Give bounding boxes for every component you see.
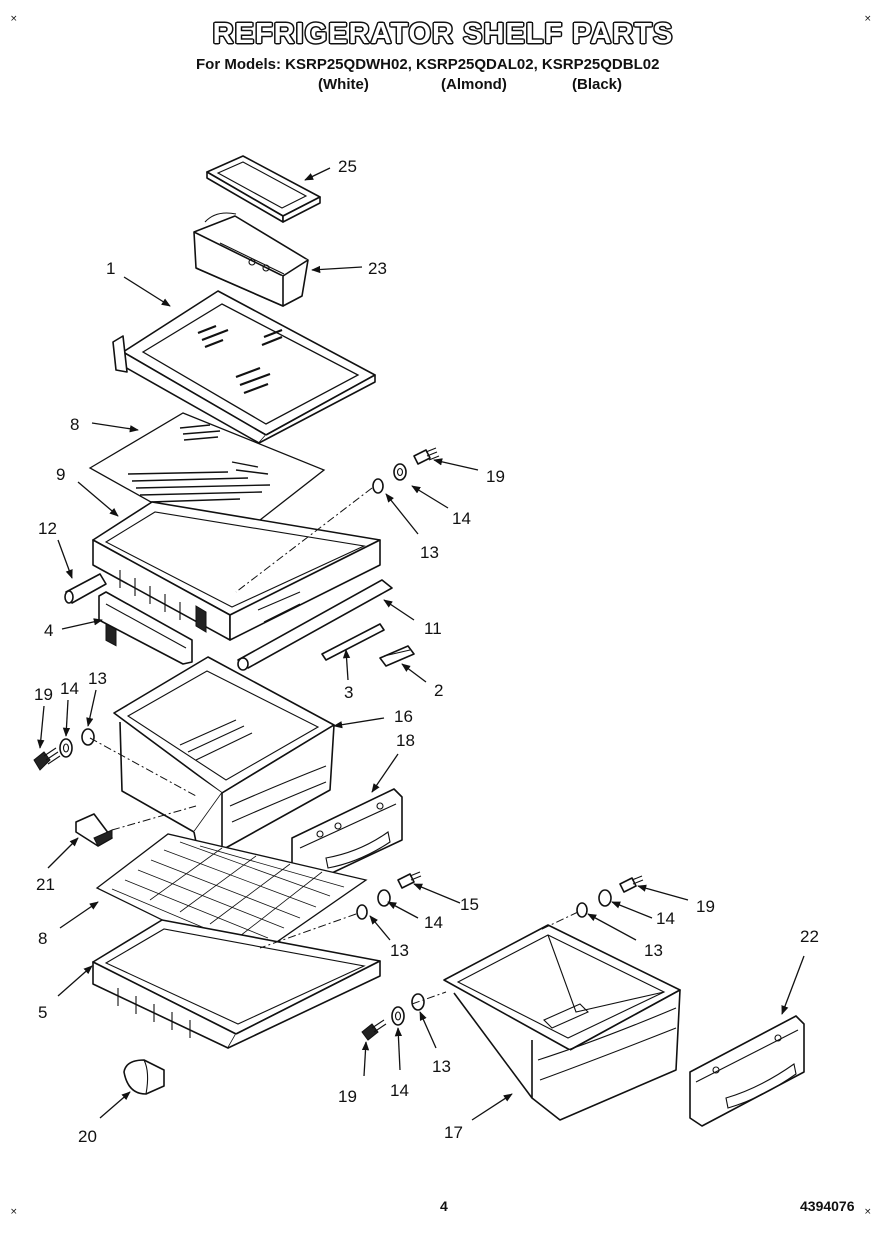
callout-9: 9 <box>56 465 65 484</box>
callout-2: 2 <box>434 681 443 700</box>
callout-1: 1 <box>106 259 115 278</box>
part-3-strip <box>321 623 385 661</box>
part-11-rail <box>237 579 393 671</box>
page-number: 4 <box>440 1198 448 1214</box>
callout-23: 23 <box>368 259 387 278</box>
callout-17: 17 <box>444 1123 463 1142</box>
callout-5: 5 <box>38 1003 47 1022</box>
models-line: For Models: KSRP25QDWH02, KSRP25QDAL02, … <box>196 56 660 73</box>
part-21-clip <box>75 813 113 847</box>
page-title: REFRIGERATOR SHELF PARTS <box>212 18 674 50</box>
callout-19: 19 <box>486 467 505 486</box>
part-9-frame <box>92 501 381 647</box>
callout-14: 14 <box>656 909 675 928</box>
washer-icon <box>372 463 407 494</box>
corner-mark-top-right: × <box>864 14 872 24</box>
corner-mark-bottom-right: × <box>864 1207 872 1217</box>
assembly-lines <box>89 487 579 1005</box>
callout-19: 19 <box>34 685 53 704</box>
part-17-drawer <box>443 924 681 1121</box>
variant-white: (White) <box>318 76 369 93</box>
callout-25: 25 <box>338 157 357 176</box>
part-2-clip <box>379 645 415 667</box>
part-23-bin <box>193 212 309 307</box>
mid-screw-set <box>356 871 422 920</box>
callout-14: 14 <box>452 509 471 528</box>
callout-13: 13 <box>432 1057 451 1076</box>
part-5-frame <box>92 919 381 1049</box>
callout-15: 15 <box>460 895 479 914</box>
left-screw-set <box>33 728 95 771</box>
callout-13: 13 <box>644 941 663 960</box>
part-8-upper-glass <box>88 412 326 546</box>
callout-4: 4 <box>44 621 53 640</box>
callout-14: 14 <box>60 679 79 698</box>
callout-14: 14 <box>424 913 443 932</box>
bottom-screw-set <box>361 993 425 1041</box>
part-22-front <box>689 1015 805 1127</box>
corner-mark-bottom-left: × <box>10 1207 18 1217</box>
callout-11: 11 <box>424 619 442 638</box>
corner-mark-top-left: × <box>10 14 18 24</box>
callout-3: 3 <box>344 683 353 702</box>
callout-labels: 25 23 1 8 19 9 14 13 12 4 11 3 2 19 14 1… <box>34 157 819 1146</box>
document-number: 4394076 <box>800 1198 855 1214</box>
callout-14: 14 <box>390 1081 409 1100</box>
callout-20: 20 <box>78 1127 97 1146</box>
callout-22: 22 <box>800 927 819 946</box>
part-16-drawer <box>113 656 335 851</box>
callout-8: 8 <box>70 415 79 434</box>
callout-19: 19 <box>338 1087 357 1106</box>
callout-12: 12 <box>38 519 57 538</box>
callout-8: 8 <box>38 929 47 948</box>
callout-21: 21 <box>36 875 55 894</box>
callout-13: 13 <box>88 669 107 688</box>
callout-18: 18 <box>396 731 415 750</box>
screw-icon <box>413 447 440 465</box>
right-screw-set <box>576 875 644 918</box>
part-1-shelf <box>112 290 376 444</box>
variant-almond: (Almond) <box>441 76 507 93</box>
part-20-cap <box>123 1059 165 1095</box>
leader-lines <box>37 167 805 1121</box>
callout-13: 13 <box>390 941 409 960</box>
part-25-lid <box>206 155 321 223</box>
callout-19: 19 <box>696 897 715 916</box>
part-12-rod <box>64 573 107 604</box>
callout-13: 13 <box>420 543 439 562</box>
variant-black: (Black) <box>572 76 623 93</box>
callout-16: 16 <box>394 707 413 726</box>
